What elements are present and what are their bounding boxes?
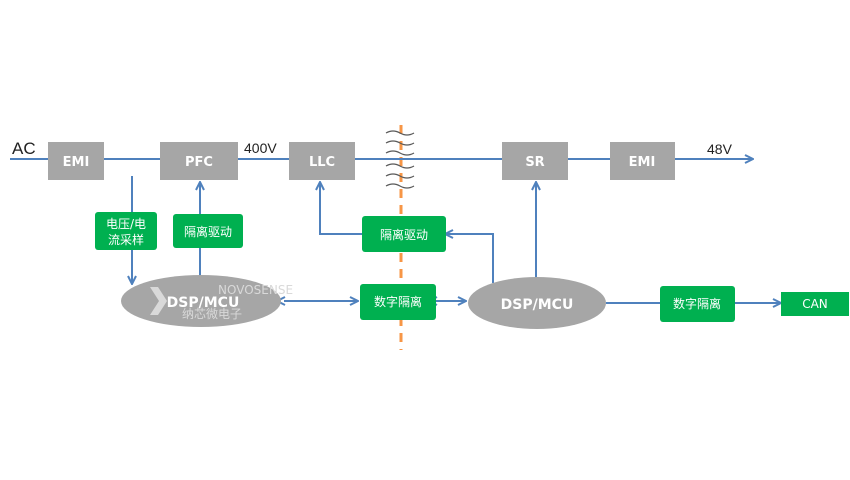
llc-drive-arrow — [320, 183, 362, 235]
llc-block: LLC — [289, 142, 355, 180]
can-block: CAN — [781, 292, 849, 316]
sr-label: SR — [525, 155, 544, 170]
right-controller: DSP/MCU — [468, 277, 606, 329]
emi-output-label: EMI — [629, 155, 656, 170]
iso-drive-right-block: 隔离驱动 — [362, 216, 446, 252]
emi-input-block: EMI — [48, 142, 104, 180]
watermark-cn: 纳芯微电子 — [182, 307, 242, 321]
vi-sample-label-2: 流采样 — [108, 232, 144, 247]
voltage-400v-label: 400V — [244, 140, 277, 156]
right-controller-label: DSP/MCU — [501, 297, 574, 313]
voltage-48v-label: 48V — [707, 141, 733, 157]
pfc-label: PFC — [185, 155, 213, 170]
right-drive-arrow — [446, 234, 494, 283]
iso-drive-left-label: 隔离驱动 — [184, 224, 232, 239]
novosense-logo-icon — [150, 287, 167, 315]
iso-drive-right-label: 隔离驱动 — [380, 227, 428, 242]
vi-sample-label-1: 电压/电 — [106, 217, 146, 231]
left-controller: NOVOSENSE 纳芯微电子 DSP/MCU — [121, 275, 293, 327]
llc-label: LLC — [309, 155, 335, 170]
sr-block: SR — [502, 142, 568, 180]
vi-sample-block: 电压/电 流采样 — [95, 212, 157, 250]
ac-label: AC — [12, 139, 36, 158]
digital-iso-mid-label: 数字隔离 — [374, 294, 422, 309]
emi-input-label: EMI — [63, 155, 90, 170]
iso-drive-left-block: 隔离驱动 — [173, 214, 243, 248]
digital-iso-mid-block: 数字隔离 — [360, 284, 436, 320]
emi-output-block: EMI — [610, 142, 675, 180]
can-label: CAN — [802, 297, 828, 311]
pfc-block: PFC — [160, 142, 238, 180]
digital-iso-right-label: 数字隔离 — [673, 296, 721, 311]
left-controller-label: DSP/MCU — [167, 295, 240, 311]
watermark-brand: NOVOSENSE — [218, 283, 293, 297]
transformer-coupling-icon — [385, 130, 415, 189]
digital-iso-right-block: 数字隔离 — [660, 286, 735, 322]
